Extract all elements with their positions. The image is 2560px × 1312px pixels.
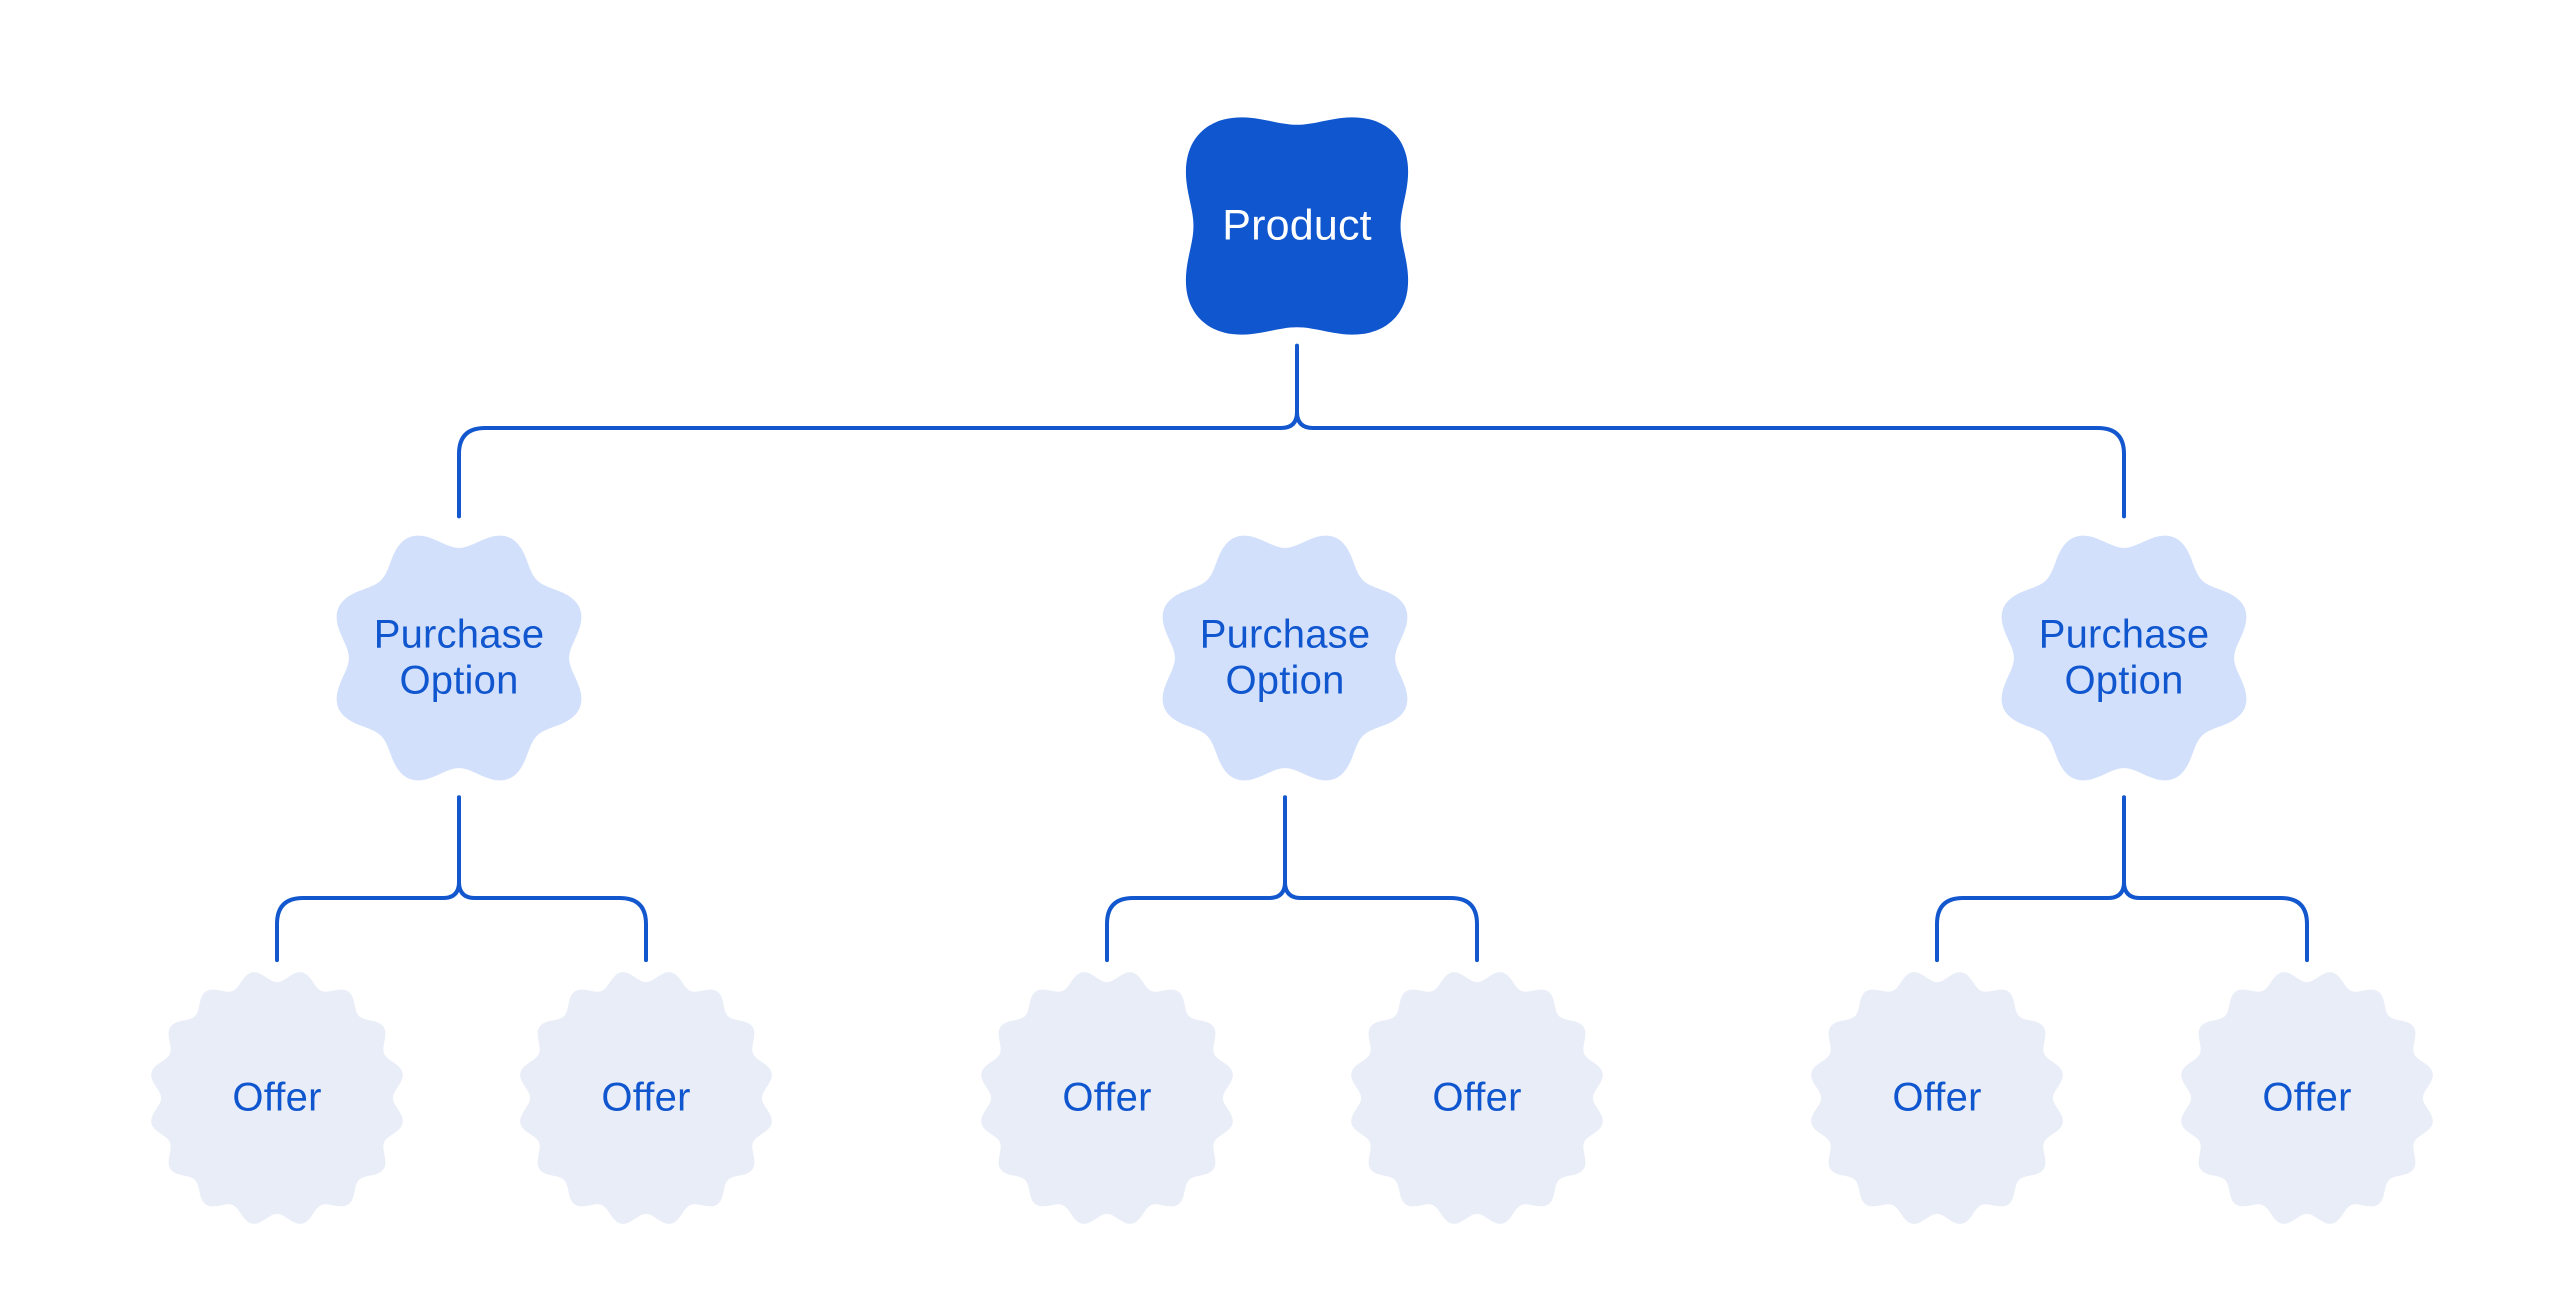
purchase-option-label-line2: Option: [2064, 659, 2183, 703]
node-offer-6[interactable]: Offer: [2181, 972, 2433, 1224]
offer-label: Offer: [1062, 1076, 1151, 1120]
offer-label: Offer: [2262, 1076, 2351, 1120]
connector-left-level2-0: [275, 880, 461, 963]
connector-right-level2-2: [2122, 880, 2309, 963]
offer-label: Offer: [1432, 1076, 1521, 1120]
connector-layer: [275, 343, 2309, 963]
node-layer: ProductPurchaseOptionPurchaseOptionPurch…: [151, 117, 2433, 1224]
connector-left-level1: [457, 410, 1299, 519]
node-offer-5[interactable]: Offer: [1811, 972, 2063, 1224]
product-label: Product: [1222, 201, 1372, 249]
purchase-option-blob-shape: [1162, 535, 1408, 781]
purchase-option-label-line2: Option: [1225, 659, 1344, 703]
purchase-option-label-line1: Purchase: [2039, 613, 2210, 657]
connector-right-level2-1: [1283, 880, 1479, 963]
offer-blob-shape: [2181, 972, 2433, 1224]
node-offer-1[interactable]: Offer: [151, 972, 403, 1224]
purchase-option-label-line1: Purchase: [1200, 613, 1371, 657]
node-offer-2[interactable]: Offer: [520, 972, 772, 1224]
purchase-option-blob-shape: [2001, 535, 2247, 781]
connector-right-level2-0: [457, 880, 648, 963]
node-product[interactable]: Product: [1185, 117, 1409, 335]
purchase-option-label-line2: Option: [399, 659, 518, 703]
offer-blob-shape: [151, 972, 403, 1224]
node-offer-4[interactable]: Offer: [1351, 972, 1603, 1224]
connector-left-level2-1: [1105, 880, 1287, 963]
offer-label: Offer: [232, 1076, 321, 1120]
offer-blob-shape: [520, 972, 772, 1224]
offer-blob-shape: [981, 972, 1233, 1224]
node-offer-3[interactable]: Offer: [981, 972, 1233, 1224]
offer-label: Offer: [601, 1076, 690, 1120]
offer-label: Offer: [1892, 1076, 1981, 1120]
purchase-option-label-line1: Purchase: [374, 613, 545, 657]
connector-right-level1: [1295, 410, 2126, 519]
offer-blob-shape: [1351, 972, 1603, 1224]
offer-blob-shape: [1811, 972, 2063, 1224]
purchase-option-blob-shape: [336, 535, 582, 781]
connector-left-level2-2: [1935, 880, 2126, 963]
product-blob-shape: [1185, 117, 1409, 335]
